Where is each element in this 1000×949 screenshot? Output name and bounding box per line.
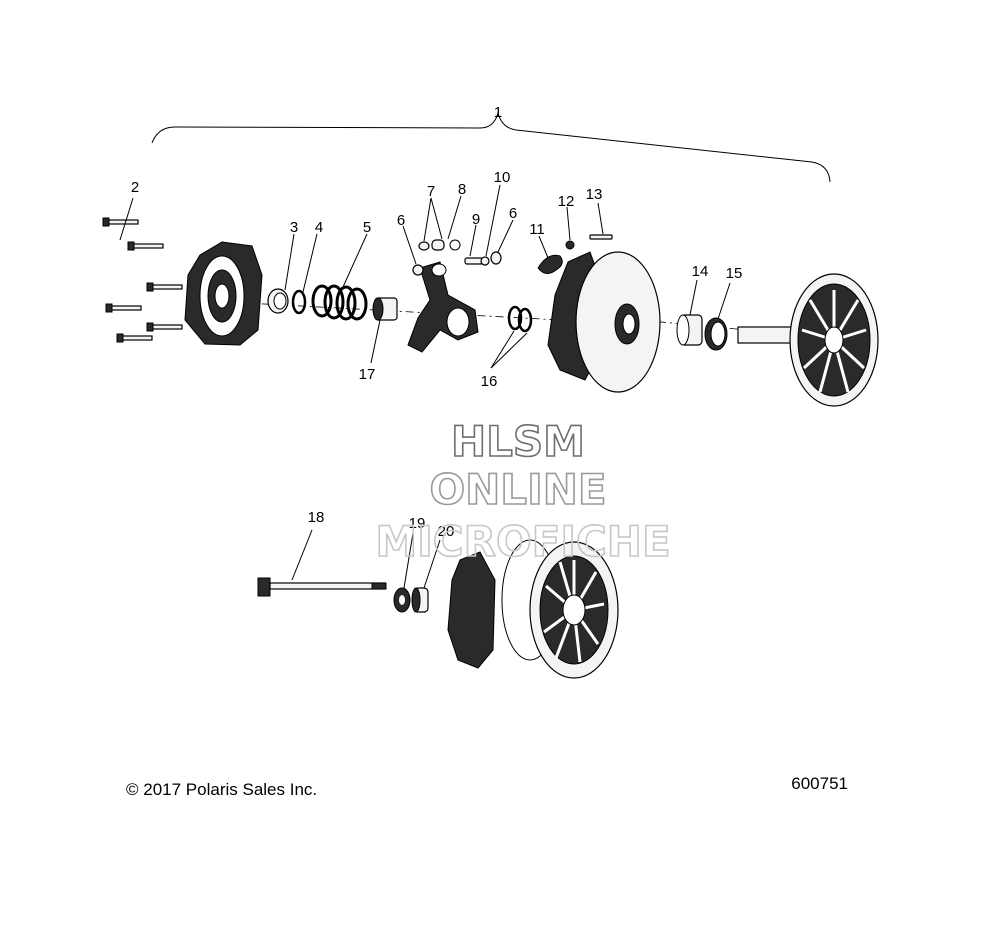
- bolt-group: [102, 217, 183, 343]
- sleeve-bushing: [372, 297, 398, 321]
- spring: [311, 284, 368, 321]
- callout-10: 10: [494, 169, 511, 186]
- callouts: 1 2 3 4 5 6 7 8 9 10 6 11 12 13 14 15 16…: [131, 104, 743, 540]
- copyright-text: © 2017 Polaris Sales Inc.: [126, 780, 317, 799]
- watermark-line-3: MICROFICHE: [375, 517, 670, 566]
- washer-10: [480, 256, 490, 266]
- watermark-line-2: ONLINE: [429, 465, 606, 514]
- diagram-number: 600751: [791, 774, 848, 793]
- callout-1: 1: [494, 104, 502, 121]
- callout-20: 20: [438, 523, 455, 540]
- cam-arm-11: [537, 254, 563, 274]
- callout-4: 4: [315, 219, 323, 236]
- roller-8: [431, 239, 461, 251]
- roller-6-left: [412, 264, 424, 276]
- spider: [407, 261, 479, 353]
- callout-5: 5: [363, 219, 371, 236]
- leader-lines: [119, 184, 731, 589]
- callout-13: 13: [586, 186, 603, 203]
- roller-7: [418, 241, 430, 251]
- callout-3: 3: [290, 219, 298, 236]
- o-ring-pair: [507, 305, 533, 333]
- watermark-line-1: HLSM: [451, 417, 585, 466]
- callout-7: 7: [427, 183, 435, 200]
- spacer-20: [411, 587, 429, 613]
- moveable-sheave: [547, 251, 661, 393]
- callout-17: 17: [359, 366, 376, 383]
- watermark: HLSM ONLINE MICROFICHE: [375, 416, 672, 567]
- callout-15: 15: [726, 265, 743, 282]
- bushing-15: [704, 317, 728, 351]
- callout-8: 8: [458, 181, 466, 198]
- bushing-ring-3: [267, 288, 289, 314]
- callout-19: 19: [409, 515, 426, 532]
- callout-11: 11: [529, 221, 545, 238]
- retaining-bolt: [257, 577, 387, 597]
- callout-12: 12: [558, 193, 575, 210]
- callout-2: 2: [131, 179, 139, 196]
- washer-19: [393, 587, 411, 613]
- callout-16: 16: [481, 373, 498, 390]
- callout-6-left: 6: [397, 212, 405, 229]
- footer: © 2017 Polaris Sales Inc. 600751: [126, 774, 848, 799]
- pin-9: [464, 257, 484, 265]
- washer-ring-4: [291, 289, 307, 315]
- callout-18: 18: [308, 509, 325, 526]
- spider-cover-plate: [184, 241, 263, 346]
- callout-6-right: 6: [509, 205, 517, 222]
- bushing-14: [676, 314, 703, 346]
- assembly-bracket: [151, 111, 831, 183]
- callout-9: 9: [472, 211, 480, 228]
- callout-14: 14: [692, 263, 709, 280]
- pin-13: [589, 234, 613, 240]
- nut-12: [565, 240, 575, 250]
- fixed-sheave: [737, 273, 879, 407]
- roller-6-right: [490, 251, 502, 265]
- assembled-clutch: [447, 539, 619, 679]
